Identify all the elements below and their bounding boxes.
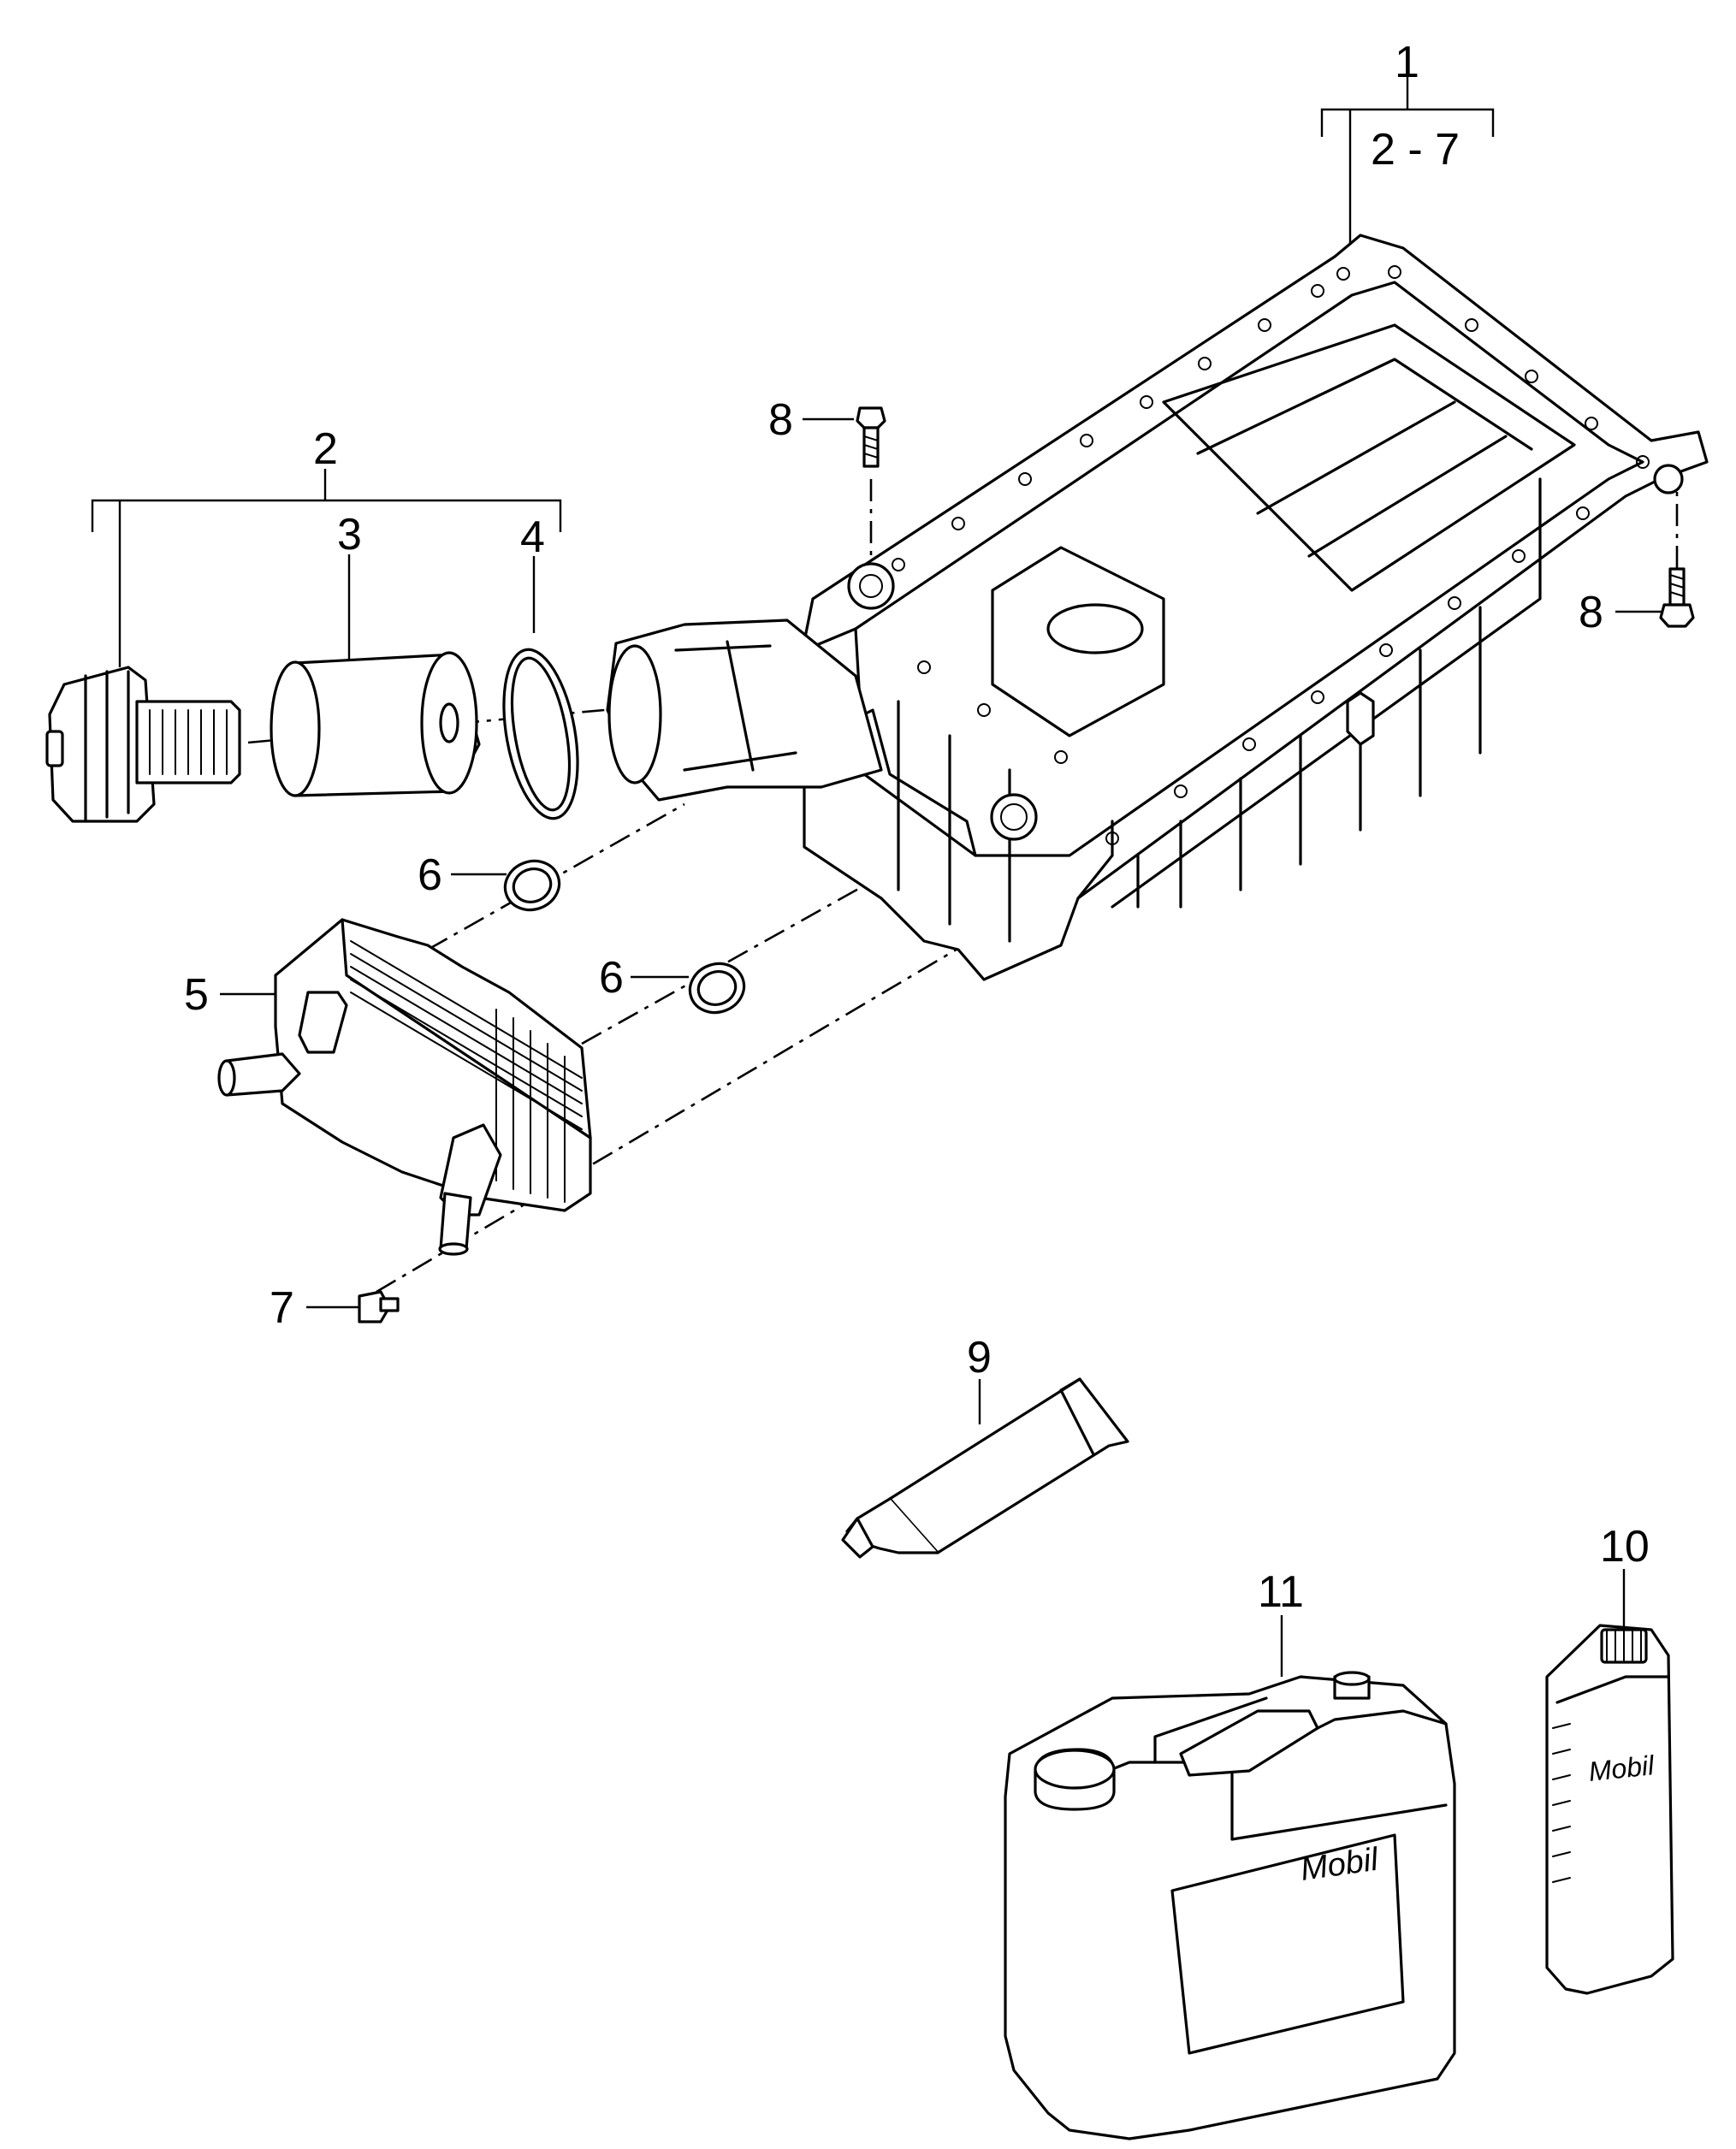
callout-numbers: 1 2 - 7 2 3 4 8 8 6 6 5 7 9 11 10: [184, 38, 1650, 1617]
callout-4: 4: [520, 512, 545, 562]
sealant-tube: [841, 1377, 1129, 1559]
callout-5: 5: [184, 970, 209, 1020]
oil-pan: [606, 234, 1709, 981]
bolt-8-right: [1659, 567, 1695, 628]
bolt-8-top: [856, 406, 886, 468]
seal-ring-6b: [688, 962, 746, 1015]
oil-cooler: [217, 918, 592, 1256]
callout-8-top: 8: [768, 395, 793, 445]
callout-10: 10: [1600, 1522, 1650, 1572]
callout-2: 2: [313, 424, 338, 474]
filter-element: [270, 651, 481, 797]
screw-7: [358, 1290, 400, 1323]
o-ring-4: [502, 648, 579, 820]
bottle-brand-label: Mobil: [1587, 1749, 1656, 1787]
callout-6-upper: 6: [418, 850, 442, 900]
callout-11: 11: [1258, 1567, 1304, 1617]
callout-2-7: 2 - 7: [1371, 125, 1460, 175]
filter-cover: [45, 666, 241, 823]
callout-1: 1: [1395, 38, 1419, 87]
callout-6-lower: 6: [599, 953, 624, 1003]
leader-lines: [220, 417, 1668, 1677]
seal-ring-6a: [503, 859, 561, 912]
oil-canister: Mobil: [1004, 1671, 1456, 2140]
callout-7: 7: [270, 1283, 294, 1333]
bracket-1: [1320, 73, 1495, 244]
bracket-2: [91, 469, 562, 667]
oil-bottle: Mobil: [1545, 1624, 1674, 1995]
callout-3: 3: [337, 510, 362, 559]
callout-8-right: 8: [1579, 588, 1603, 637]
callout-9: 9: [967, 1333, 992, 1382]
